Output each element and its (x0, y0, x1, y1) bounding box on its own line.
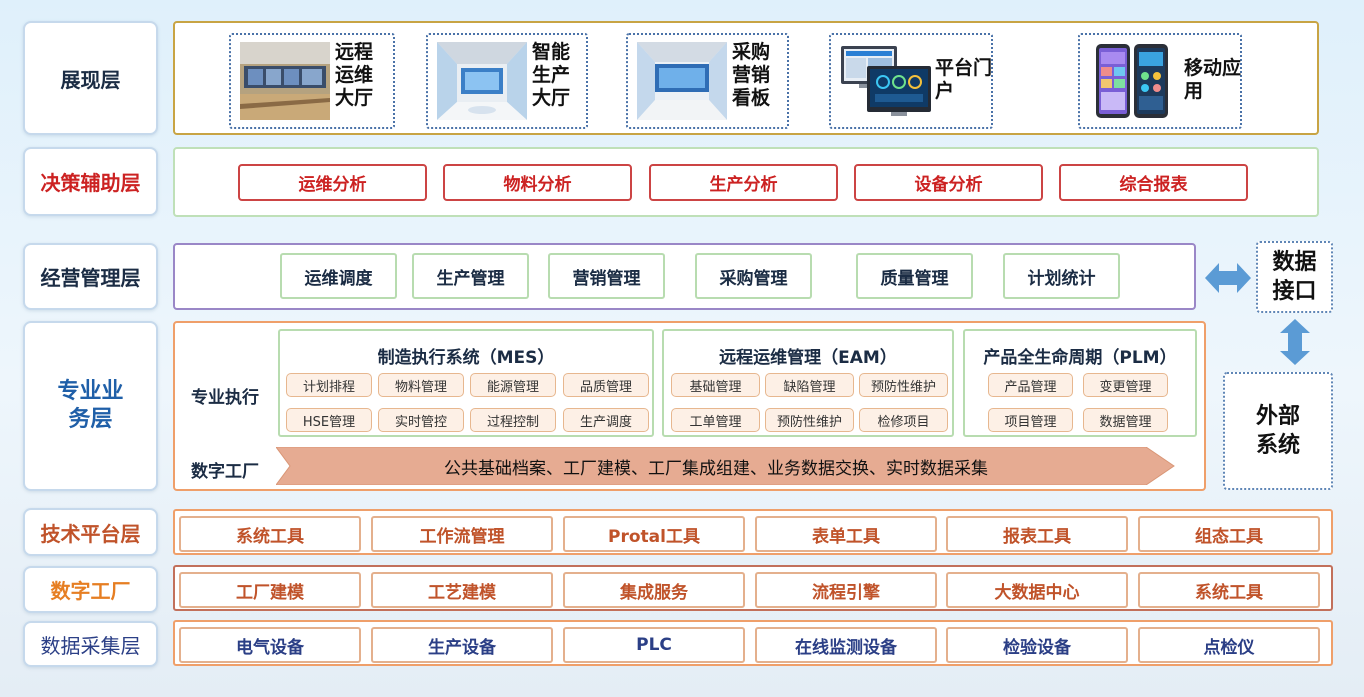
layer-label-decision: 决策辅助层 (23, 147, 158, 216)
presentation-item-portal[interactable]: 平台门户 (829, 33, 993, 129)
digital-item[interactable]: 集成服务 (563, 572, 745, 608)
data-item[interactable]: 点检仪 (1138, 627, 1320, 663)
presentation-item-label: 智能生产大厅 (532, 41, 571, 109)
tech-item[interactable]: 组态工具 (1138, 516, 1320, 552)
data-item[interactable]: PLC (563, 627, 745, 663)
mes-chip[interactable]: 实时管控 (378, 408, 464, 432)
digital-panel: 工厂建模 工艺建模 集成服务 流程引擎 大数据中心 系统工具 (173, 565, 1333, 611)
eam-chip[interactable]: 基础管理 (671, 373, 760, 397)
plm-chip[interactable]: 数据管理 (1083, 408, 1168, 432)
mes-chip[interactable]: 过程控制 (470, 408, 556, 432)
presentation-item-purchase-board[interactable]: 采购营销看板 (626, 33, 789, 129)
plm-chip[interactable]: 项目管理 (988, 408, 1073, 432)
tech-item[interactable]: 报表工具 (946, 516, 1128, 552)
plm-chip[interactable]: 变更管理 (1083, 373, 1168, 397)
digital-factory-arrow: 公共基础档案、工厂建模、工厂集成组建、业务数据交换、实时数据采集 (276, 447, 1176, 485)
decision-item-report[interactable]: 综合报表 (1059, 164, 1248, 201)
operation-item-production[interactable]: 生产管理 (412, 253, 529, 299)
digital-item[interactable]: 工艺建模 (371, 572, 553, 608)
operation-item-marketing[interactable]: 营销管理 (548, 253, 665, 299)
plm-box: 产品全生命周期（PLM） 产品管理 变更管理 项目管理 数据管理 (963, 329, 1197, 437)
eam-box: 远程运维管理（EAM） 基础管理 缺陷管理 预防性维护 工单管理 预防性维护 检… (662, 329, 954, 437)
data-item[interactable]: 在线监测设备 (755, 627, 937, 663)
external-system-box: 外部系统 (1223, 372, 1333, 490)
mobile-phones-icon (1090, 42, 1174, 120)
operation-item-quality[interactable]: 质量管理 (856, 253, 973, 299)
data-panel: 电气设备 生产设备 PLC 在线监测设备 检验设备 点检仪 (173, 620, 1333, 666)
data-item[interactable]: 电气设备 (179, 627, 361, 663)
business-panel: 专业执行 数字工厂 制造执行系统（MES） 计划排程 物料管理 能源管理 品质管… (173, 321, 1206, 491)
layer-label-data: 数据采集层 (23, 621, 158, 667)
tech-item[interactable]: 系统工具 (179, 516, 361, 552)
operation-item-purchase[interactable]: 采购管理 (695, 253, 812, 299)
presentation-item-label: 远程运维大厅 (335, 41, 374, 109)
presentation-item-label: 移动应用 (1184, 57, 1242, 102)
tech-item[interactable]: 表单工具 (755, 516, 937, 552)
eam-title: 远程运维管理（EAM） (719, 348, 897, 368)
operation-item-dispatch[interactable]: 运维调度 (280, 253, 397, 299)
control-room-photo (240, 42, 330, 120)
data-item[interactable]: 生产设备 (371, 627, 553, 663)
presentation-item-mobile[interactable]: 移动应用 (1078, 33, 1242, 129)
mes-chip[interactable]: 品质管理 (563, 373, 649, 397)
exec-label: 专业执行 (191, 388, 259, 408)
data-item[interactable]: 检验设备 (946, 627, 1128, 663)
layer-label-business: 专业业务层 (23, 321, 158, 491)
mes-chip[interactable]: 物料管理 (378, 373, 464, 397)
eam-chip[interactable]: 缺陷管理 (765, 373, 854, 397)
mes-chip[interactable]: HSE管理 (286, 408, 372, 432)
production-hall-photo (437, 42, 527, 120)
monitor-devices-icon (837, 42, 935, 120)
layer-label-presentation: 展现层 (23, 21, 158, 135)
presentation-item-label: 采购营销看板 (732, 41, 771, 109)
vertical-double-arrow-icon (1280, 319, 1310, 365)
factory-label: 数字工厂 (191, 462, 259, 482)
presentation-item-remote-hall[interactable]: 远程运维大厅 (229, 33, 395, 129)
digital-item[interactable]: 系统工具 (1138, 572, 1320, 608)
decision-item-production-analysis[interactable]: 生产分析 (649, 164, 838, 201)
operation-item-planning[interactable]: 计划统计 (1003, 253, 1120, 299)
digital-item[interactable]: 大数据中心 (946, 572, 1128, 608)
mes-title: 制造执行系统（MES） (377, 348, 555, 368)
plm-chip[interactable]: 产品管理 (988, 373, 1073, 397)
tech-item[interactable]: 工作流管理 (371, 516, 553, 552)
tech-item[interactable]: Protal工具 (563, 516, 745, 552)
decision-item-equipment-analysis[interactable]: 设备分析 (854, 164, 1043, 201)
plm-title: 产品全生命周期（PLM） (983, 348, 1177, 368)
presentation-item-label: 平台门户 (935, 57, 993, 102)
eam-chip[interactable]: 预防性维护 (765, 408, 854, 432)
presentation-panel: 远程运维大厅 智能生产大厅 (173, 21, 1319, 135)
arrow-text: 公共基础档案、工厂建模、工厂集成组建、业务数据交换、实时数据采集 (444, 458, 988, 479)
data-interface-box: 数据接口 (1256, 241, 1333, 313)
eam-chip[interactable]: 预防性维护 (859, 373, 948, 397)
mes-box: 制造执行系统（MES） 计划排程 物料管理 能源管理 品质管理 HSE管理 实时… (278, 329, 654, 437)
mes-chip[interactable]: 能源管理 (470, 373, 556, 397)
decision-item-ops-analysis[interactable]: 运维分析 (238, 164, 427, 201)
horizontal-double-arrow-icon (1205, 263, 1251, 293)
decision-panel: 运维分析 物料分析 生产分析 设备分析 综合报表 (173, 147, 1319, 217)
layer-label-operation: 经营管理层 (23, 243, 158, 310)
tech-panel: 系统工具 工作流管理 Protal工具 表单工具 报表工具 组态工具 (173, 509, 1333, 555)
mes-chip[interactable]: 生产调度 (563, 408, 649, 432)
decision-item-material-analysis[interactable]: 物料分析 (443, 164, 632, 201)
operation-panel: 运维调度 生产管理 营销管理 采购管理 质量管理 计划统计 (173, 243, 1196, 310)
layer-label-tech: 技术平台层 (23, 508, 158, 556)
mes-chip[interactable]: 计划排程 (286, 373, 372, 397)
eam-chip[interactable]: 工单管理 (671, 408, 760, 432)
eam-chip[interactable]: 检修项目 (859, 408, 948, 432)
digital-item[interactable]: 流程引擎 (755, 572, 937, 608)
presentation-item-production-hall[interactable]: 智能生产大厅 (426, 33, 588, 129)
dashboard-hall-photo (637, 42, 727, 120)
layer-label-digital: 数字工厂 (23, 566, 158, 613)
digital-item[interactable]: 工厂建模 (179, 572, 361, 608)
